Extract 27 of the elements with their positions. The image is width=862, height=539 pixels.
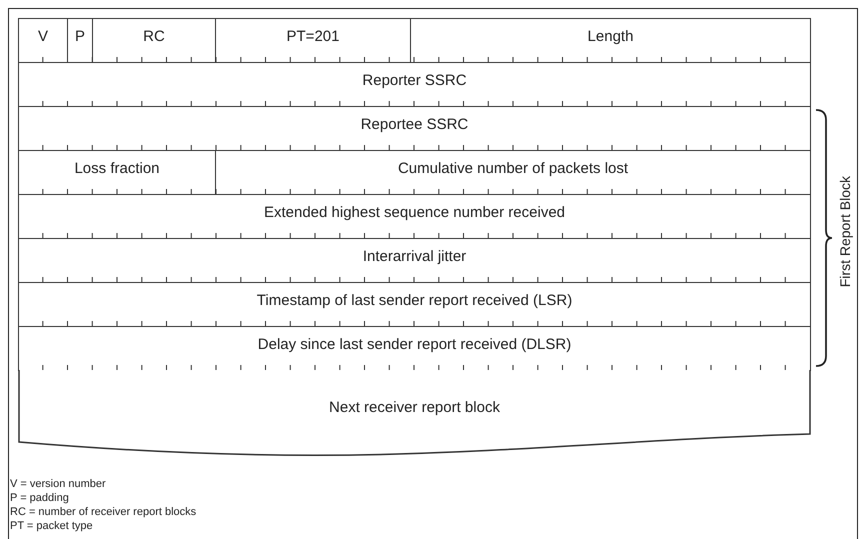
brace-label: First Report Block [837, 176, 853, 288]
field-name: V [38, 28, 48, 45]
field-name: Delay since last sender report received (DLSR) [258, 336, 572, 353]
field-name: RC [143, 28, 165, 45]
field-name: Loss fraction [74, 160, 160, 177]
field-name: Extended highest sequence number received [264, 204, 566, 221]
field-name: Cumulative number of packets lost [398, 160, 628, 177]
field-name: Reporter SSRC [362, 72, 467, 89]
abbreviation-note: P = padding [10, 492, 69, 505]
field-name: P [74, 28, 85, 45]
field-name: PT=201 [286, 28, 340, 45]
packet-field-box [18, 238, 811, 283]
field-name: Reportee SSRC [360, 116, 468, 133]
packet-field-box [18, 62, 811, 107]
packet-field-box [18, 106, 811, 151]
packet-field-box [18, 18, 68, 63]
abbreviation-note: PT = packet type [10, 520, 93, 533]
packet-field-box [18, 326, 811, 371]
packet-field-box [410, 18, 811, 63]
abbreviation-note: V = version number [10, 478, 106, 491]
field-name: Next receiver report block [329, 398, 500, 416]
field-name: Length [588, 28, 634, 45]
packet-field-box [18, 194, 811, 239]
abbreviation-note: RC = number of receiver report blocks [10, 506, 196, 519]
packet-field-box [18, 282, 811, 327]
field-name: Interarrival jitter [362, 248, 466, 265]
field-name: Timestamp of last sender report received (LSR) [256, 292, 572, 309]
